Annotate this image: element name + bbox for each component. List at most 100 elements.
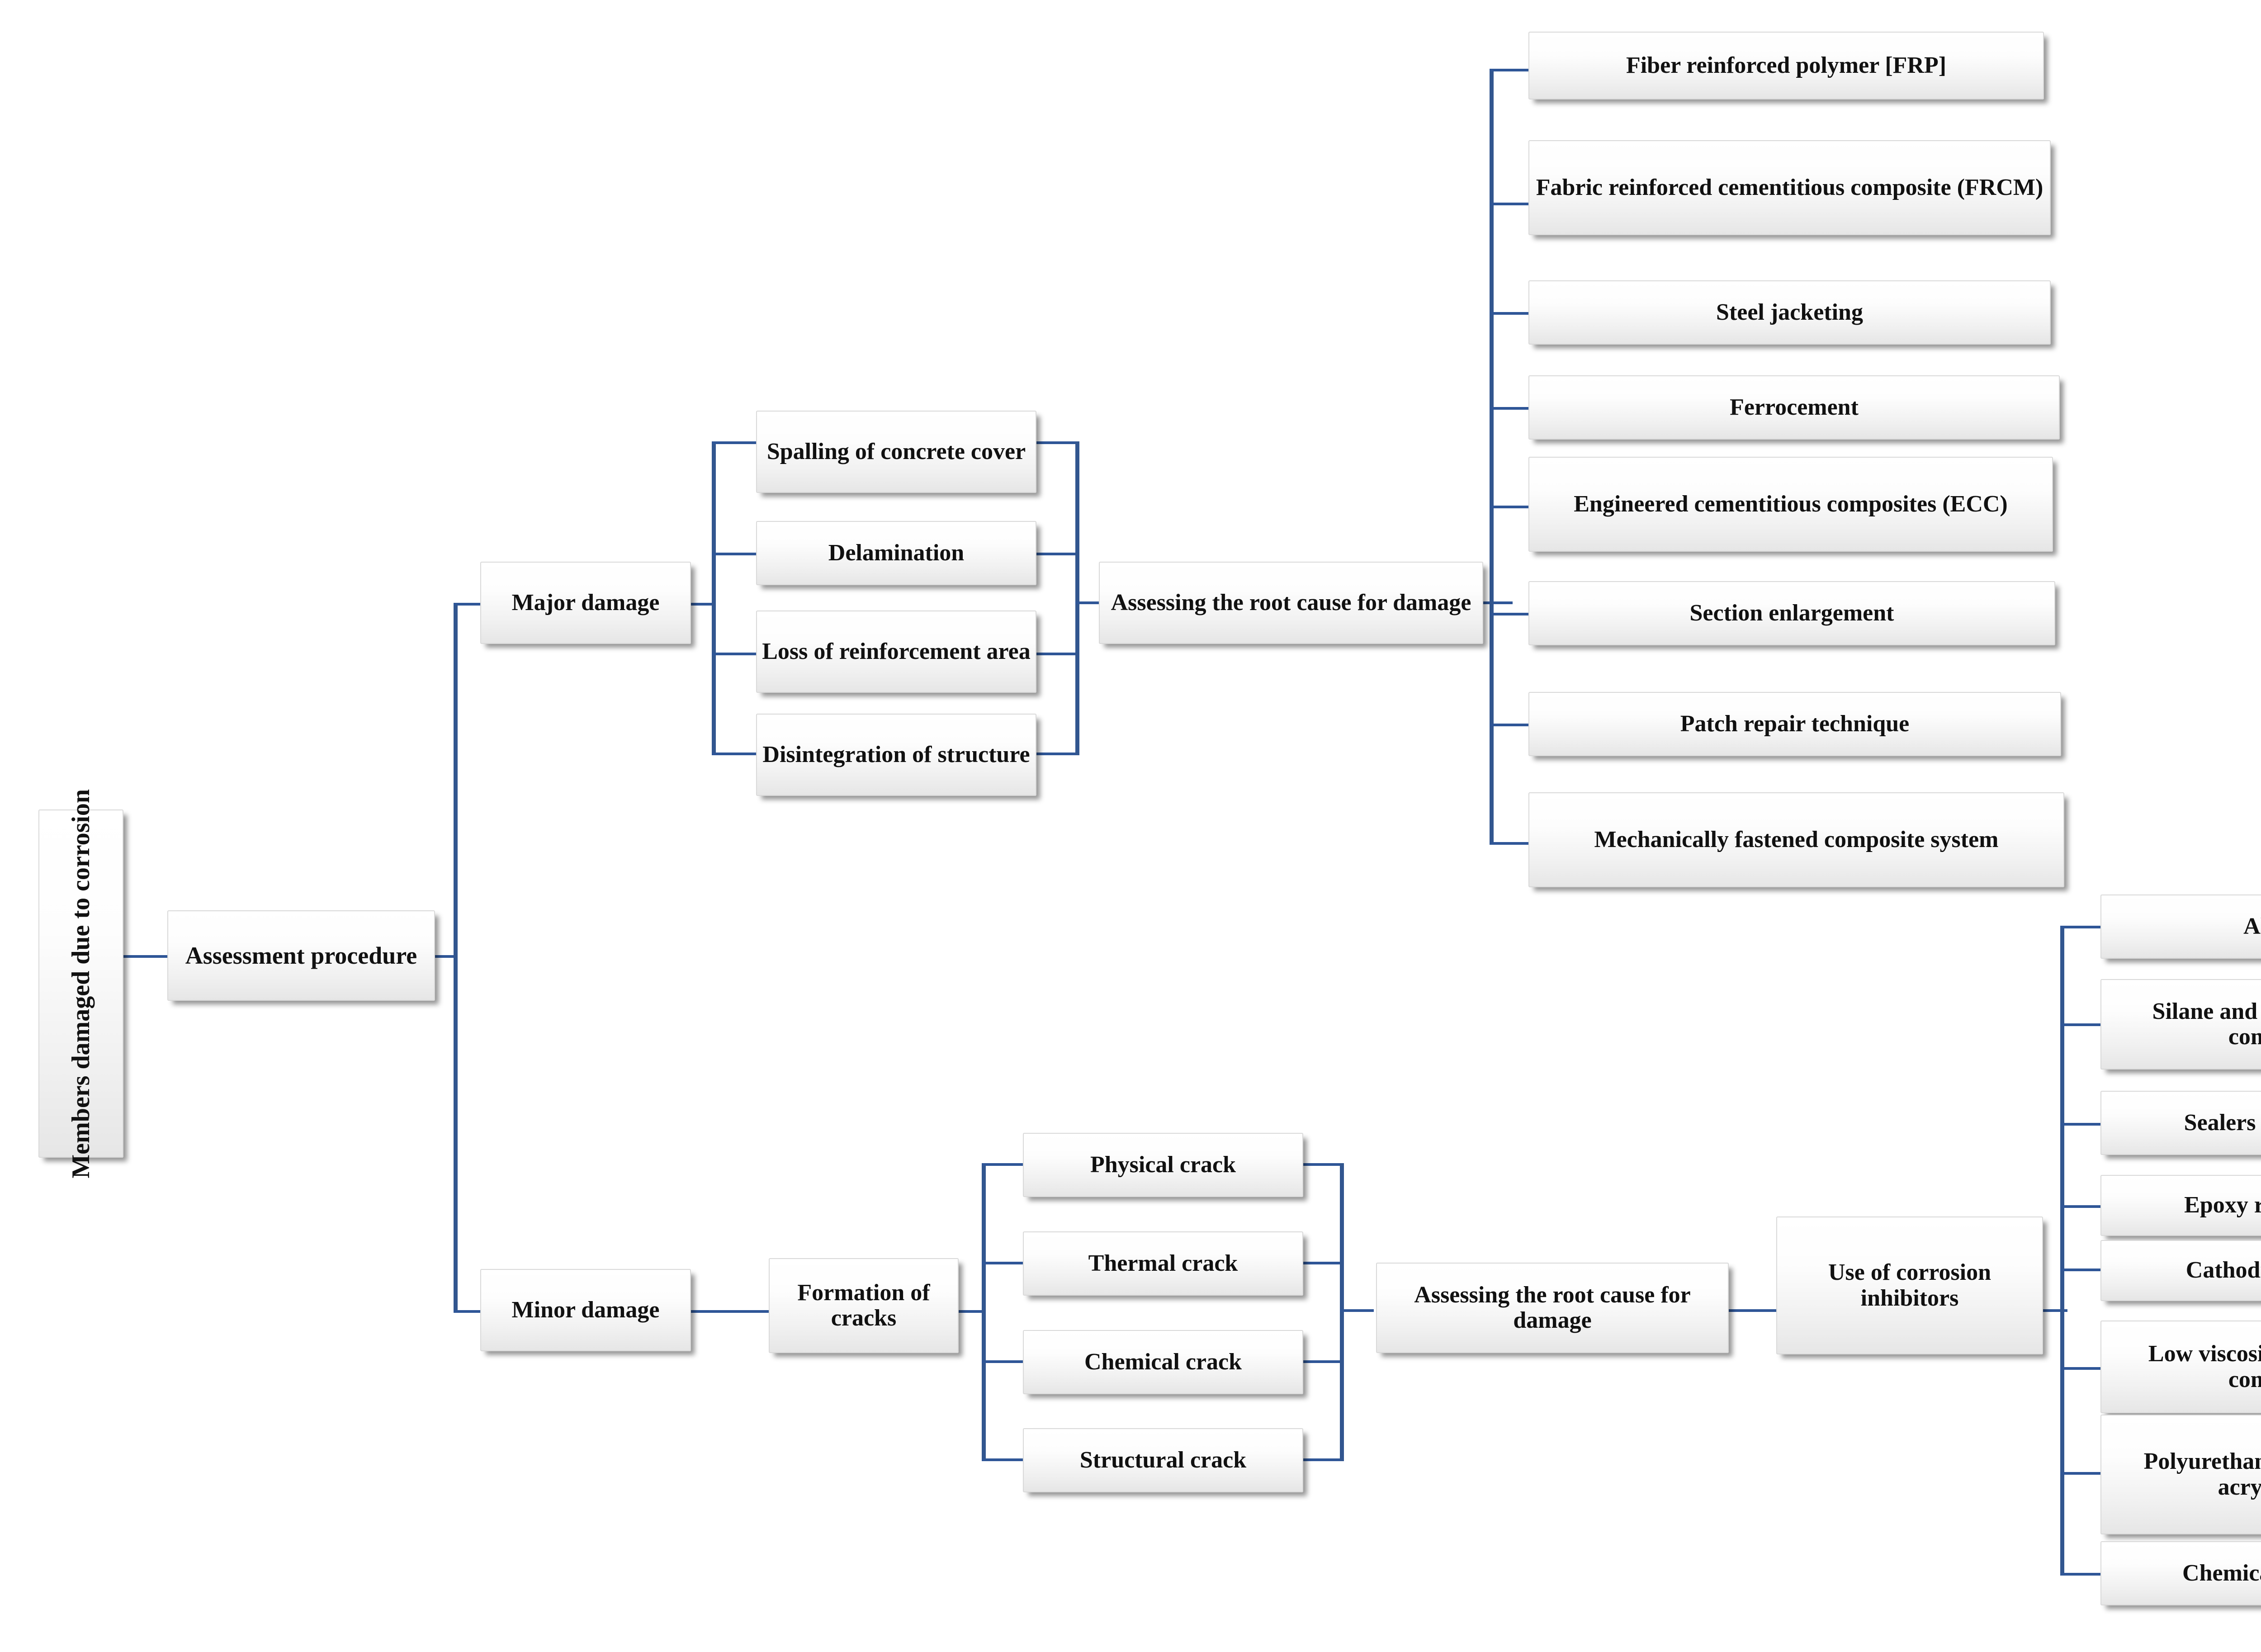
node-assessment-procedure-label: Assessment procedure [185, 942, 417, 969]
node-treatment-frcm[interactable]: Fabric reinforced cementitious composite… [1528, 140, 2051, 235]
edge-remedy-stub-8 [2060, 1573, 2102, 1576]
edge-treat-stub-5 [1490, 506, 1530, 508]
node-treatment-label: Fabric reinforced cementitious composite… [1536, 174, 2043, 200]
node-crack-type-label: Structural crack [1079, 1447, 1247, 1473]
edge-dmg-out-4 [1033, 753, 1078, 755]
edge-dmg-stub-3 [712, 653, 760, 655]
node-assess-root-cause-major[interactable]: Assessing the root cause for damage [1099, 562, 1483, 644]
node-use-of-corrosion-inhibitors[interactable]: Use of corrosion inhibitors [1776, 1217, 2043, 1354]
node-formation-of-cracks-label: Formation of cracks [797, 1279, 930, 1331]
edge-cracks-to-cracktype-spine [955, 1310, 984, 1313]
edge-assess-upper-to-treat-spine [1481, 601, 1513, 604]
edge-treat-stub-1 [1490, 69, 1530, 71]
edge-remedy-stub-7 [2060, 1472, 2102, 1475]
node-minor-damage[interactable]: Minor damage [480, 1269, 691, 1351]
node-root-members-damaged[interactable]: Members damaged due to corrosion [38, 789, 123, 1178]
node-treatment-label: Engineered cementitious composites (ECC) [1574, 491, 2008, 517]
edge-spine-to-major [454, 603, 484, 606]
edge-treat-stub-4 [1490, 407, 1530, 410]
node-assess-root-cause-minor[interactable]: Assessing the root cause for damage [1376, 1263, 1729, 1353]
node-treatment-label: Patch repair technique [1680, 710, 1910, 737]
node-treatment-label: Fiber reinforced polymer [FRP] [1626, 52, 1947, 78]
node-remedy-chemical-compound[interactable]: Chemical compound [2100, 1541, 2261, 1605]
node-crack-type-physical[interactable]: Physical crack [1023, 1133, 1303, 1197]
node-use-of-corrosion-inhibitors-label: Use of corrosion inhibitors [1828, 1259, 1991, 1311]
node-damage-type-label: Delamination [828, 540, 965, 566]
node-crack-type-chemical[interactable]: Chemical crack [1023, 1330, 1303, 1394]
node-treatment-section-enlargement[interactable]: Section enlargement [1528, 581, 2055, 645]
edge-remedy-spine [2060, 926, 2064, 1573]
edge-treat-stub-7 [1490, 724, 1530, 726]
edge-treatment-spine [1490, 69, 1494, 845]
node-remedy-label: Cathodic protection [2185, 1257, 2261, 1283]
node-crack-type-label: Physical crack [1090, 1151, 1236, 1178]
edge-dmg-out-1 [1033, 441, 1078, 444]
node-damage-type-loss-of-reinforcement[interactable]: Loss of reinforcement area [756, 611, 1036, 693]
edge-minor-to-cracks [687, 1310, 769, 1313]
node-remedy-label: Silane and siloxane sealing compounds [2152, 998, 2261, 1050]
node-remedy-sealers-coatings[interactable]: Sealers and coatings [2100, 1091, 2261, 1155]
node-remedy-silane-siloxane[interactable]: Silane and siloxane sealing compounds [2100, 979, 2261, 1070]
edge-remedy-stub-2 [2060, 1023, 2102, 1026]
edge-remedy-stub-5 [2060, 1269, 2102, 1271]
node-major-damage-label: Major damage [511, 589, 660, 615]
node-treatment-ferrocement[interactable]: Ferrocement [1528, 375, 2060, 440]
node-damage-type-disintegration[interactable]: Disintegration of structure [756, 714, 1036, 796]
node-remedy-epoxy-resin-mortar[interactable]: Epoxy resin/ mortar [2100, 1175, 2261, 1236]
edge-treat-stub-3 [1490, 312, 1530, 315]
node-damage-type-label: Disintegration of structure [762, 741, 1030, 767]
node-damage-type-label: Loss of reinforcement area [762, 638, 1031, 664]
node-treatment-label: Ferrocement [1730, 394, 1859, 420]
edge-crack-out-2 [1302, 1262, 1343, 1264]
edge-crack-collector-spine [1340, 1163, 1344, 1461]
edge-crack-out-1 [1302, 1163, 1343, 1166]
node-treatment-frp[interactable]: Fiber reinforced polymer [FRP] [1528, 32, 2044, 99]
edge-remedy-stub-3 [2060, 1123, 2102, 1126]
node-crack-type-structural[interactable]: Structural crack [1023, 1428, 1303, 1492]
edge-collector-to-assess-upper [1075, 601, 1102, 604]
edge-assessment-to-spine [432, 955, 457, 958]
node-treatment-label: Section enlargement [1689, 600, 1894, 626]
node-remedy-alkaline[interactable]: Alkaline [2100, 895, 2261, 959]
edge-crack-stub-4 [982, 1458, 1025, 1461]
edge-collector-to-assess-lower [1340, 1309, 1374, 1312]
node-remedy-label: Epoxy resin/ mortar [2184, 1192, 2261, 1218]
edge-major-to-dmg-spine [687, 603, 714, 606]
node-crack-type-thermal[interactable]: Thermal crack [1023, 1231, 1303, 1296]
node-treatment-steel-jacketing[interactable]: Steel jacketing [1528, 280, 2051, 345]
node-remedy-polyurethane-methacrylic[interactable]: Polyurethane & methacrylic acrylate resi… [2100, 1415, 2261, 1534]
edge-dmg-stub-2 [712, 553, 760, 555]
edge-dmg-out-3 [1033, 653, 1078, 655]
edge-remedy-stub-4 [2060, 1205, 2102, 1208]
edge-crack-type-spine [982, 1163, 986, 1459]
node-formation-of-cracks[interactable]: Formation of cracks [769, 1258, 959, 1353]
node-damage-type-delamination[interactable]: Delamination [756, 521, 1036, 585]
node-remedy-label: Polyurethane & methacrylic acrylate resi… [2143, 1448, 2261, 1500]
node-minor-damage-label: Minor damage [511, 1297, 660, 1323]
edge-assess-lower-to-inhibitors [1726, 1309, 1777, 1312]
node-treatment-mechanically-fastened[interactable]: Mechanically fastened composite system [1528, 792, 2064, 887]
node-remedy-label: Sealers and coatings [2184, 1109, 2261, 1136]
edge-dmg-stub-1 [712, 441, 760, 444]
node-remedy-cathodic-protection[interactable]: Cathodic protection [2100, 1240, 2261, 1301]
edge-crack-out-4 [1302, 1458, 1343, 1461]
node-remedy-low-viscosity-epoxy[interactable]: Low viscosity epoxy sealing compounds [2100, 1321, 2261, 1413]
edge-damage-collector-spine [1075, 441, 1079, 755]
node-major-damage[interactable]: Major damage [480, 562, 691, 644]
node-root-label: Members damaged due to corrosion [66, 789, 95, 1179]
edge-crack-stub-1 [982, 1163, 1025, 1166]
node-assessment-procedure[interactable]: Assessment procedure [167, 910, 435, 1001]
edge-crack-stub-3 [982, 1360, 1025, 1363]
edge-damage-type-spine [712, 441, 716, 755]
node-treatment-label: Mechanically fastened composite system [1594, 826, 1999, 852]
edge-treat-stub-6 [1490, 613, 1530, 615]
node-treatment-patch-repair[interactable]: Patch repair technique [1528, 692, 2061, 756]
node-assess-root-cause-label: Assessing the root cause for damage [1111, 589, 1471, 615]
edge-remedy-stub-1 [2060, 926, 2102, 928]
edge-main-spine [454, 603, 458, 1313]
node-remedy-label: Low viscosity epoxy sealing compounds [2148, 1341, 2261, 1392]
node-damage-type-spalling[interactable]: Spalling of concrete cover [756, 411, 1036, 493]
node-treatment-ecc[interactable]: Engineered cementitious composites (ECC) [1528, 457, 2053, 552]
node-crack-type-label: Thermal crack [1088, 1250, 1238, 1276]
